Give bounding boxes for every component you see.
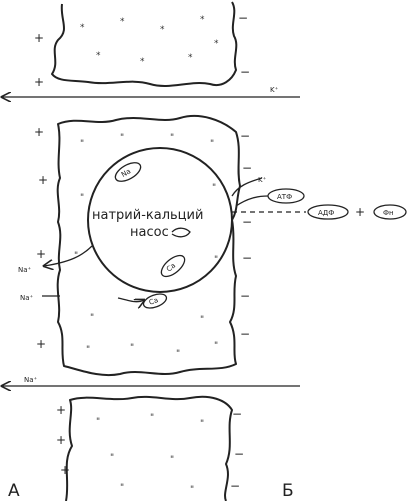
svg-text:*: * <box>214 39 219 49</box>
na-left1-label: Na⁺ <box>18 266 32 274</box>
small-ellipse-arrow <box>118 298 144 302</box>
svg-text:": " <box>130 343 134 353</box>
na-arrow-out <box>44 246 92 266</box>
svg-text:*: * <box>200 15 205 25</box>
svg-text:−: − <box>234 447 244 461</box>
interior-dots: * * * * * * * * " " " " " " " " " " " " " " " " " " "… <box>74 15 219 495</box>
top-cell-outline <box>52 2 236 86</box>
pump-squiggle <box>172 228 190 237</box>
svg-text:": " <box>214 341 218 351</box>
svg-text:": " <box>200 419 204 429</box>
svg-text:−: − <box>240 327 250 341</box>
svg-text:": " <box>80 139 84 149</box>
svg-text:": " <box>176 349 180 359</box>
svg-text:": " <box>90 313 94 323</box>
figure-label-a: А <box>8 481 20 501</box>
svg-text:+: + <box>60 463 70 477</box>
pump-label-line1: натрий-кальций <box>92 208 203 223</box>
svg-text:+: + <box>36 247 46 261</box>
svg-text:": " <box>80 193 84 203</box>
na-left2-label: Na⁺ <box>20 294 34 302</box>
pump-label-line2: насос <box>130 225 169 240</box>
svg-text:−: − <box>230 479 240 493</box>
svg-text:−: − <box>242 161 252 175</box>
svg-text:−: − <box>242 215 252 229</box>
svg-text:*: * <box>80 23 85 33</box>
svg-text:−: − <box>240 65 250 79</box>
k-top-label: K⁺ <box>270 86 279 94</box>
figure-label-b: Б <box>282 481 294 501</box>
adf-label: АДФ <box>318 209 334 217</box>
svg-text:+: + <box>38 173 48 187</box>
svg-text:": " <box>214 255 218 265</box>
svg-text:+: + <box>34 125 44 139</box>
bottom-cell-outline <box>66 397 232 501</box>
svg-text:+: + <box>34 31 44 45</box>
svg-text:": " <box>74 251 78 261</box>
svg-text:−: − <box>232 407 242 421</box>
svg-text:−: − <box>238 11 248 25</box>
svg-text:": " <box>110 453 114 463</box>
svg-text:": " <box>150 413 154 423</box>
svg-text:*: * <box>120 17 125 27</box>
main-cell-outline <box>58 116 240 375</box>
upper-ellipse-label: Na <box>120 167 132 179</box>
fn-label: Фн <box>383 209 394 217</box>
lower-ellipse-label: Ca <box>165 262 177 274</box>
svg-text:*: * <box>140 57 145 67</box>
atf-label: АТФ <box>277 193 292 201</box>
svg-text:−: − <box>240 129 250 143</box>
na-bottom-label: Na⁺ <box>24 376 38 384</box>
k-right-label: K⁺ <box>258 176 267 184</box>
svg-text:*: * <box>96 51 101 61</box>
svg-text:+: + <box>56 403 66 417</box>
svg-text:": " <box>120 133 124 143</box>
svg-text:*: * <box>160 25 165 35</box>
svg-text:+: + <box>36 337 46 351</box>
svg-text:": " <box>190 485 194 495</box>
svg-text:": " <box>96 417 100 427</box>
svg-text:": " <box>212 183 216 193</box>
svg-text:": " <box>200 315 204 325</box>
plus-label: + <box>355 205 365 219</box>
svg-text:−: − <box>240 289 250 303</box>
svg-text:*: * <box>188 53 193 63</box>
svg-text:": " <box>120 483 124 493</box>
svg-text:": " <box>210 139 214 149</box>
small-ellipse-label: Ca <box>148 296 159 307</box>
svg-text:+: + <box>34 75 44 89</box>
atp-arrow <box>236 196 268 206</box>
svg-text:−: − <box>242 251 252 265</box>
svg-text:": " <box>170 455 174 465</box>
svg-text:": " <box>86 345 90 355</box>
svg-text:+: + <box>56 433 66 447</box>
svg-text:": " <box>170 133 174 143</box>
